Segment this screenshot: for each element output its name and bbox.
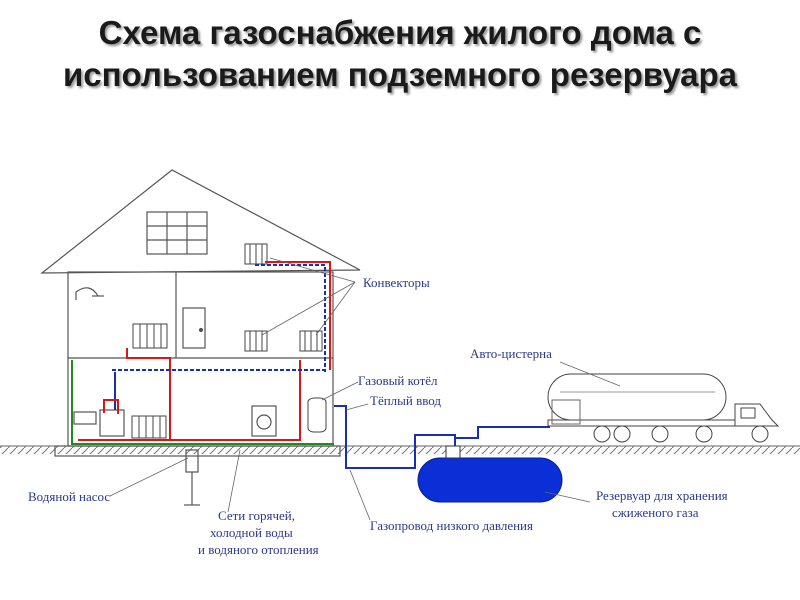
- house-pipes: [71, 261, 334, 445]
- label-reservoir-line2: сжиженого газа: [612, 505, 699, 520]
- label-warm-inlet: Тёплый ввод: [370, 393, 441, 408]
- wheel: [593, 425, 611, 443]
- house: [40, 169, 361, 506]
- stove-icon: [99, 409, 125, 437]
- gas-pipeline: [334, 405, 550, 469]
- title-line-1: Схема газоснабжения жилого дома с: [98, 14, 702, 51]
- house-walls: [67, 271, 334, 447]
- radiators: [131, 243, 327, 439]
- wheel: [695, 425, 713, 443]
- underground-reservoir: [417, 457, 563, 503]
- title-line-2: использованием подземного резервуара: [62, 56, 738, 93]
- leader-lines: [109, 257, 621, 521]
- gas-boiler-icon: [307, 397, 327, 433]
- wheel: [651, 425, 669, 443]
- radiator-upper-floor: [244, 243, 268, 265]
- label-water-pump: Водяной насос: [28, 489, 110, 504]
- label-tanker: Авто-цистерна: [470, 346, 552, 361]
- label-reservoir-line1: Резервуар для хранения: [596, 488, 728, 503]
- sink-icon: [73, 411, 97, 425]
- house-attic-window: [146, 211, 208, 255]
- shower-icon: [75, 287, 99, 300]
- label-gas-boiler: Газовый котёл: [358, 373, 438, 388]
- radiator-first-left: [132, 323, 168, 349]
- wheel: [751, 425, 769, 443]
- label-convectors: Конвекторы: [363, 275, 430, 290]
- label-networks-line2: холодной воды: [210, 525, 293, 540]
- wheel: [613, 425, 631, 443]
- label-networks-line1: Сети горячей,: [218, 508, 295, 523]
- label-low-pressure-pipeline: Газопровод низкого давления: [370, 518, 533, 533]
- tanker-chassis: [547, 419, 739, 427]
- house-door: [182, 307, 206, 349]
- diagram-title: Схема газоснабжения жилого дома с исполь…: [0, 12, 800, 96]
- washing-machine-icon: [251, 405, 277, 437]
- reservoir-valve-icon: [445, 445, 461, 459]
- ground: [0, 445, 800, 454]
- labels: Конвекторы Авто-цистерна Газовый котёл Т…: [28, 275, 728, 557]
- convector-first-mid: [244, 330, 268, 352]
- convector-first-right: [299, 330, 323, 352]
- tanker-truck: [547, 373, 780, 443]
- tanker-tank: [547, 373, 727, 421]
- radiator-ground: [131, 415, 167, 439]
- house-roof: [40, 169, 361, 274]
- label-networks-line3: и водяного отопления: [198, 542, 319, 557]
